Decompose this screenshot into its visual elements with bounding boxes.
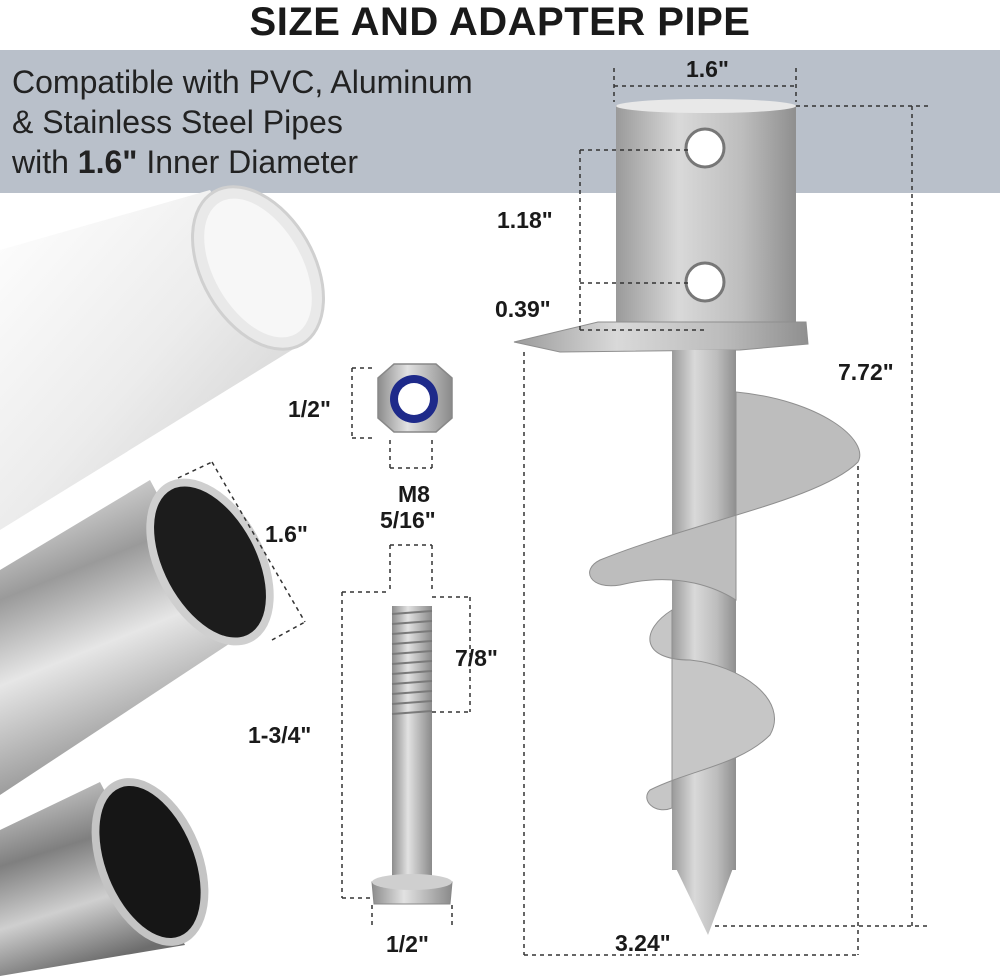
page-title: SIZE AND ADAPTER PIPE — [249, 0, 751, 44]
anchor-guides — [523, 68, 930, 956]
stainless-pipe — [0, 778, 209, 976]
info-band — [0, 50, 1000, 193]
pipe-diameter-guide — [177, 461, 306, 641]
compat-prefix: with — [12, 144, 78, 180]
dim-bolt-thread-inch: 5/16" — [380, 507, 436, 533]
dim-thread-length: 7/8" — [455, 645, 498, 671]
dim-anchor-top-width: 1.6" — [686, 56, 729, 82]
dim-pipe-diameter: 1.6" — [265, 521, 308, 547]
bolt — [371, 606, 453, 905]
dim-anchor-length: 7.72" — [838, 359, 894, 385]
dim-bolt-head: 1/2" — [386, 931, 429, 957]
nut-guide — [351, 367, 433, 592]
ground-anchor — [513, 99, 861, 935]
lock-nut — [377, 363, 453, 433]
aluminum-pipe — [0, 478, 274, 795]
dim-hole-offset: 0.39" — [495, 296, 551, 322]
compatibility-text: Compatible with PVC, Aluminum & Stainles… — [12, 62, 473, 182]
compat-suffix: Inner Diameter — [137, 144, 358, 180]
pvc-pipe — [0, 185, 325, 530]
dim-hole-spacing: 1.18" — [497, 207, 553, 233]
bolt-guides — [341, 591, 471, 925]
dim-bolt-thread-m8: M8 — [398, 481, 430, 507]
compat-diameter: 1.6" — [77, 144, 138, 180]
dim-anchor-width: 3.24" — [615, 930, 671, 956]
compat-line-2: & Stainless Steel Pipes — [12, 104, 343, 140]
compat-line-1: Compatible with PVC, Aluminum — [12, 64, 473, 100]
compat-line-3: with 1.6" Inner Diameter — [12, 142, 473, 182]
dim-nut-size: 1/2" — [288, 396, 331, 422]
dim-bolt-length: 1-3/4" — [248, 722, 312, 748]
